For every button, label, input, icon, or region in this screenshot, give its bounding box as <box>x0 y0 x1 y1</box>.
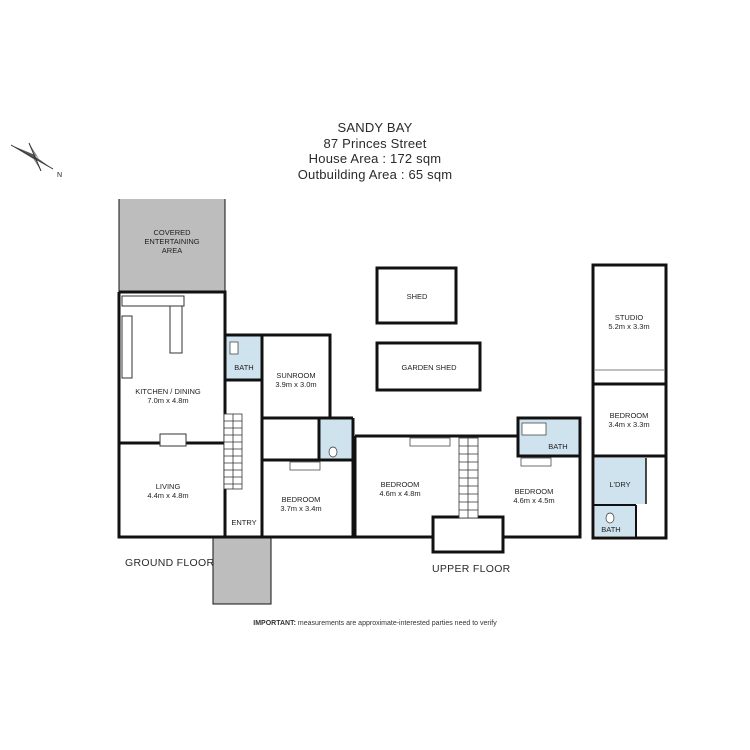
entry-name: ENTRY <box>231 518 256 527</box>
shed-name: SHED <box>407 292 428 301</box>
sunroom-size: 3.9m x 3.0m <box>275 380 316 389</box>
upper-stairs <box>458 437 479 519</box>
outbuilding-walls <box>591 263 668 540</box>
living-name: LIVING <box>156 482 181 491</box>
covered-entertaining-label-3: AREA <box>162 246 182 255</box>
shed-outline <box>375 266 458 325</box>
covered-entertaining-label-2: ENTERTAINING <box>144 237 199 246</box>
ground-wc-toilet <box>328 446 338 458</box>
upper-left-bedroom-name: BEDROOM <box>381 480 420 489</box>
ground-bath-name: BATH <box>234 363 253 372</box>
upper-right-bedroom-name: BEDROOM <box>515 487 554 496</box>
disclaimer-strong: IMPORTANT: <box>253 620 296 627</box>
living-size: 4.4m x 4.8m <box>147 491 188 500</box>
svg-text:N: N <box>57 172 62 179</box>
upper-bath-tub <box>521 422 547 436</box>
outbuilding-bedroom-size: 3.4m x 3.3m <box>608 420 649 429</box>
kitchen-dining-size: 7.0m x 4.8m <box>147 396 188 405</box>
title-house-area: House Area : 172 sqm <box>308 151 442 166</box>
title-outbuilding-area: Outbuilding Area : 65 sqm <box>297 166 453 182</box>
upper-bath-name: BATH <box>548 442 567 451</box>
outbuilding-toilet <box>605 512 615 524</box>
upper-left-wardrobe <box>409 437 451 447</box>
covered-entertaining-area <box>119 199 225 292</box>
title-address: 87 Princes Street <box>323 135 427 151</box>
outbuilding-bath-name: BATH <box>601 525 620 534</box>
kitchen-counter <box>121 295 187 447</box>
ground-bedroom-wardrobe <box>289 461 321 471</box>
ground-bedroom-size: 3.7m x 3.4m <box>280 504 321 513</box>
studio-name: STUDIO <box>615 313 644 322</box>
outbuilding-bedroom-name: BEDROOM <box>610 411 649 420</box>
ground-stairs <box>223 413 243 490</box>
garden-shed-name: GARDEN SHED <box>401 363 457 372</box>
ground-bath-toilet <box>229 341 239 355</box>
ground-bedroom-name: BEDROOM <box>282 495 321 504</box>
laundry-name: L'DRY <box>609 480 630 489</box>
covered-entertaining-label-1: COVERED <box>153 228 191 237</box>
kitchen-dining-name: KITCHEN / DINING <box>135 387 201 396</box>
laundry-area <box>595 458 646 504</box>
upper-bedroom-wardrobe <box>520 457 552 467</box>
north-arrow-compass-icon: N <box>10 142 62 179</box>
upper-floor-label: UPPER FLOOR <box>432 563 511 575</box>
upper-left-bedroom-size: 4.6m x 4.8m <box>379 489 420 498</box>
disclaimer: IMPORTANT: measurements are approximate-… <box>150 620 600 627</box>
disclaimer-text: measurements are approximate-interested … <box>295 620 497 627</box>
studio-size: 5.2m x 3.3m <box>608 322 649 331</box>
upper-right-bedroom-size: 4.6m x 4.5m <box>513 496 554 505</box>
garden-shed-outline <box>375 341 482 392</box>
upper-bath-outline <box>516 416 582 458</box>
sunroom-name: SUNROOM <box>276 371 315 380</box>
title-suburb: SANDY BAY <box>337 120 413 135</box>
title-block: SANDY BAY 87 Princes Street House Area :… <box>230 120 520 182</box>
outbuilding-bath-area <box>595 506 635 536</box>
entry-path <box>212 537 272 605</box>
ground-floor-label: GROUND FLOOR <box>125 557 215 569</box>
